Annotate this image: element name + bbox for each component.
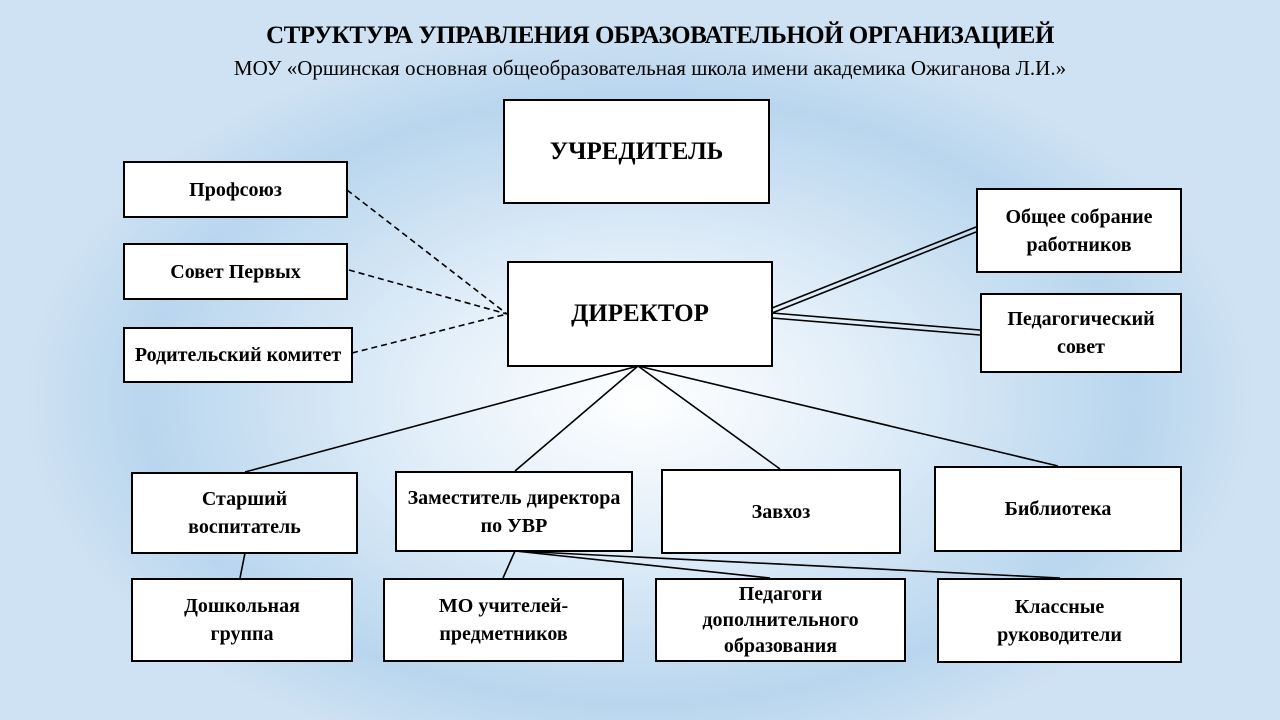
- connector-supply: [637, 365, 781, 470]
- connector-union: [346, 189, 508, 315]
- pedagogical-council-box: Педагогический совет: [980, 293, 1182, 373]
- connector-preschool: [239, 552, 246, 579]
- director-box: ДИРЕКТОР: [507, 261, 773, 367]
- connector-general-meeting-b: [771, 231, 977, 314]
- deputy-director-box: Заместитель директора по УВР: [395, 471, 633, 552]
- founder-box: УЧРЕДИТЕЛЬ: [503, 99, 770, 204]
- additional-education-box: Педагоги дополнительного образования: [655, 578, 906, 662]
- page-title: СТРУКТУРА УПРАВЛЕНИЯ ОБРАЗОВАТЕЛЬНОЙ ОРГ…: [266, 22, 1054, 49]
- union-box: Профсоюз: [123, 161, 348, 218]
- connector-class-teachers: [514, 550, 1061, 579]
- connector-senior-educator: [244, 365, 639, 473]
- connector-pedsovet-a: [771, 312, 981, 331]
- parent-committee-box: Родительский комитет: [123, 327, 353, 383]
- class-teachers-box: Классные руководители: [937, 578, 1182, 663]
- library-box: Библиотека: [934, 466, 1182, 552]
- council-first-box: Совет Первых: [123, 243, 348, 300]
- connector-council-first: [348, 269, 508, 315]
- supply-manager-box: Завхоз: [661, 469, 901, 554]
- subject-teachers-box: МО учителей-предметников: [383, 578, 624, 662]
- connector-deputy: [514, 365, 639, 472]
- connector-library: [637, 365, 1059, 467]
- connector-pedsovet-b: [771, 317, 981, 336]
- connector-additional-ed: [514, 550, 771, 579]
- connector-general-meeting-a: [771, 226, 977, 309]
- senior-educator-box: Старший воспитатель: [131, 472, 358, 554]
- connector-parent-committee: [351, 313, 508, 354]
- connector-subject-teachers: [502, 550, 516, 579]
- preschool-group-box: Дошкольная группа: [131, 578, 353, 662]
- general-meeting-box: Общее собрание работников: [976, 188, 1182, 273]
- page-subtitle: МОУ «Оршинская основная общеобразователь…: [233, 56, 1067, 80]
